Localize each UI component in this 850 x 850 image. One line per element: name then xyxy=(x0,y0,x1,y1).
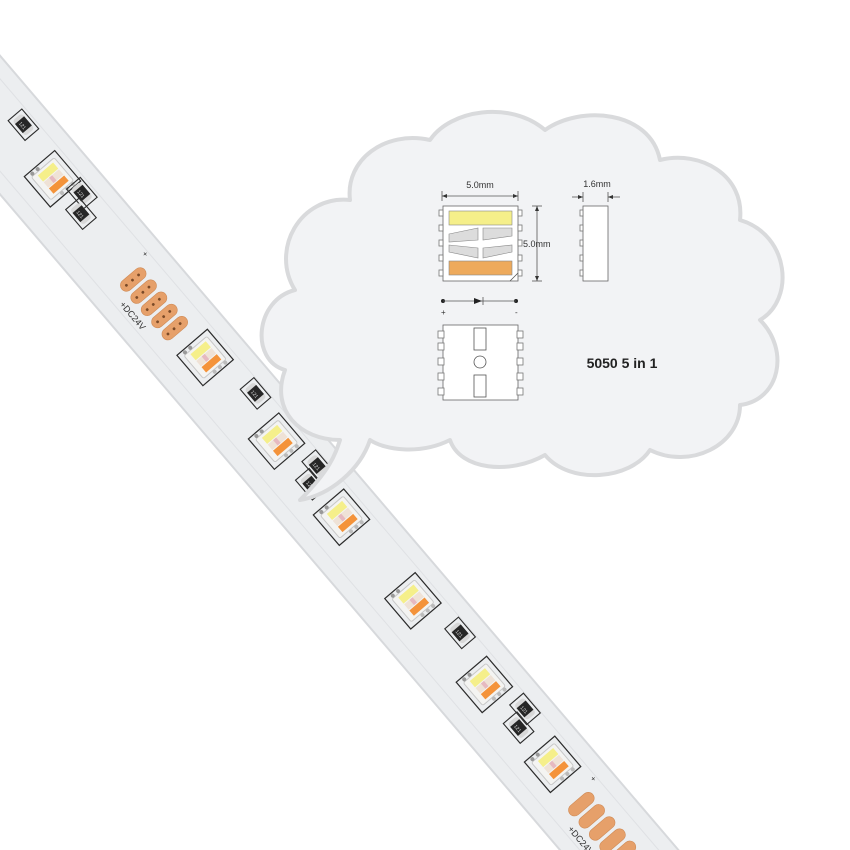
thickness-label: 1.6mm xyxy=(583,179,611,189)
width-label: 5.0mm xyxy=(466,180,494,190)
top-view xyxy=(438,191,542,282)
bottom-view xyxy=(437,324,524,401)
plus-label: + xyxy=(441,308,446,317)
height-label: 5.0mm xyxy=(523,239,551,249)
solder-pads-2: + +DC24V xyxy=(566,774,637,850)
cloud-callout xyxy=(259,109,785,502)
side-view xyxy=(572,192,620,282)
polarity-symbol xyxy=(441,297,518,305)
minus-label: - xyxy=(515,308,518,317)
pcb-label-plus-2: + xyxy=(588,774,598,784)
led-dimension-diagram xyxy=(437,191,620,401)
product-title: 5050 5 in 1 xyxy=(587,355,658,371)
pcb-label-plus: + xyxy=(140,249,150,259)
led-strip: + +DC24V + +DC24V xyxy=(0,48,776,850)
